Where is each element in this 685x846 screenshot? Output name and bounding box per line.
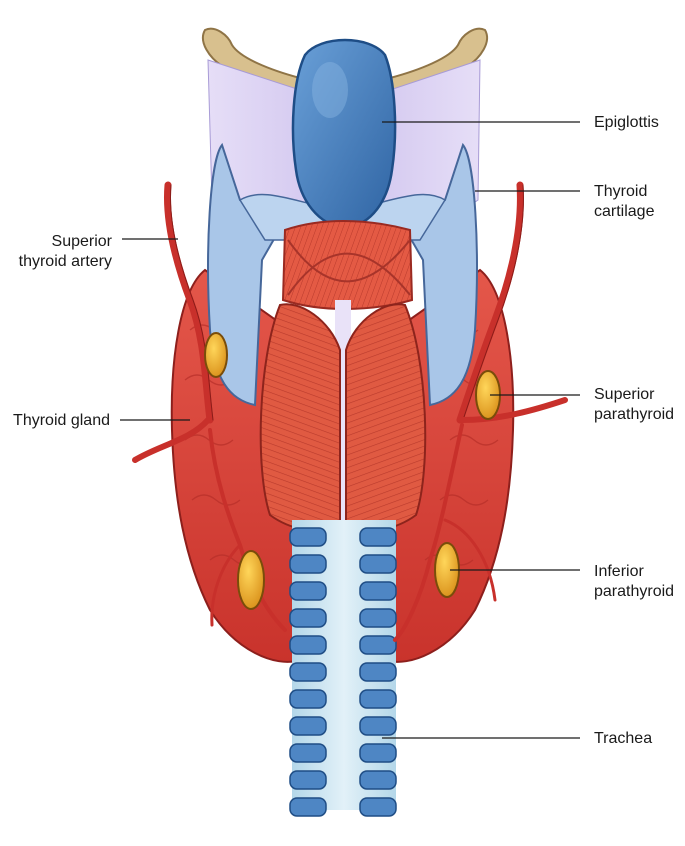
tracheal-ring [359, 770, 397, 790]
tracheal-ring [289, 635, 327, 655]
label-trachea: Trachea [594, 730, 653, 747]
label-inferior-parathyroid: Inferior parathyroid [594, 563, 675, 600]
tracheal-ring [289, 716, 327, 736]
tracheal-ring [359, 689, 397, 709]
tracheal-ring [359, 527, 397, 547]
strap-muscles [259, 303, 427, 533]
tracheal-ring [289, 608, 327, 628]
tracheal-ring [359, 662, 397, 682]
tracheal-ring [289, 689, 327, 709]
tracheal-ring [359, 554, 397, 574]
tracheal-ring [359, 716, 397, 736]
label-epiglottis: Epiglottis [594, 114, 659, 131]
tracheal-ring [359, 581, 397, 601]
arteries [132, 181, 568, 642]
label-superior-thyroid-artery: Superior thyroid artery [18, 233, 112, 270]
tracheal-ring [289, 770, 327, 790]
tracheal-ring [289, 527, 327, 547]
tracheal-ring [289, 797, 327, 817]
tracheal-ring [289, 662, 327, 682]
tracheal-ring [359, 743, 397, 763]
tracheal-ring [359, 635, 397, 655]
label-thyroid-gland: Thyroid gland [13, 412, 110, 429]
leader-lines [120, 121, 580, 739]
tracheal-ring [359, 608, 397, 628]
epiglottis-shape [291, 38, 397, 230]
tracheal-ring [289, 581, 327, 601]
label-thyroid-cartilage: Thyroid cartilage [594, 183, 655, 220]
tracheal-ring [289, 554, 327, 574]
trachea-shape [289, 520, 397, 817]
tracheal-ring [359, 797, 397, 817]
label-superior-parathyroid: Superior parathyroid [594, 386, 675, 423]
cricothyroid-muscle [281, 220, 414, 310]
tracheal-ring [289, 743, 327, 763]
